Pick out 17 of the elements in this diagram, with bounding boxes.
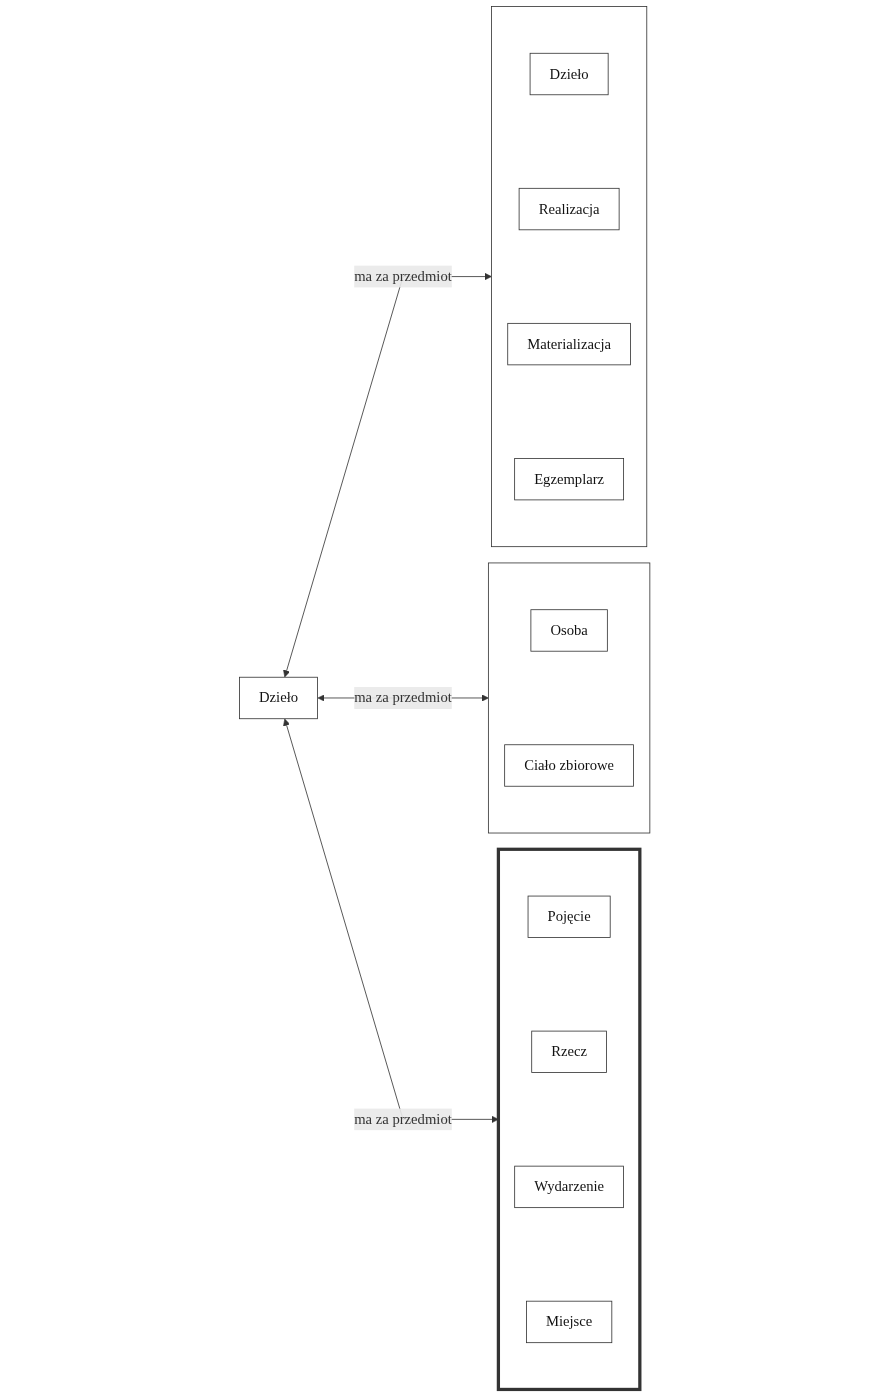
node-box: Osoba	[530, 609, 608, 652]
node-box: Wydarzenie	[514, 1165, 624, 1209]
edge-label: ma za przedmiot	[354, 1110, 452, 1128]
edge-label: ma za przedmiot	[354, 268, 452, 285]
node-box: Dzieło	[529, 52, 609, 96]
cluster	[496, 847, 642, 1392]
node-box: Miejsce	[525, 1300, 613, 1344]
cluster	[487, 562, 651, 834]
node-box: Realizacja	[518, 187, 620, 231]
node-box: Egzemplarz	[514, 458, 624, 501]
cluster	[490, 6, 647, 548]
node-box: Rzecz	[531, 1030, 607, 1073]
node-box: Ciało zbiorowe	[504, 744, 634, 787]
node-box: Pojęcie	[527, 895, 611, 938]
node-box: Dzieło	[238, 676, 318, 720]
edge-label: ma za przedmiot	[354, 689, 452, 706]
node-box: Materializacja	[507, 322, 631, 366]
